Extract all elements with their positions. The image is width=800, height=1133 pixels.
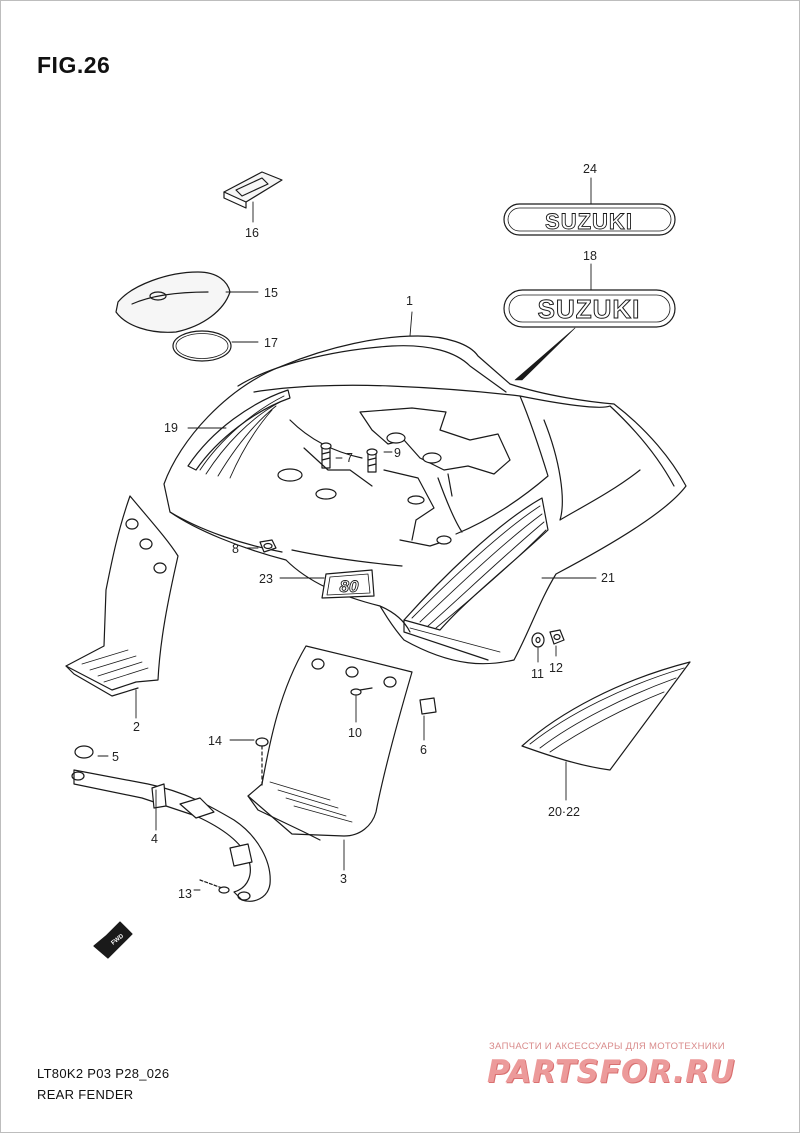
part-6-pad[interactable] [419,697,437,715]
callout-10: 10 [348,726,362,740]
part-13-bolt[interactable] [199,879,230,894]
callout-11: 11 [531,667,544,681]
callout-5: 5 [112,750,119,764]
part-3-right-mudflap[interactable] [247,645,413,841]
callout-4: 4 [151,832,158,846]
part-14-screw[interactable] [255,737,269,787]
callout-1: 1 [406,294,413,308]
suzuki-emblem-upper-text: SUZUKI [545,209,633,234]
callout-6: 6 [420,743,427,757]
model-code: LT80K2 P03 P28_026 [37,1066,170,1081]
part-1-rear-fender[interactable] [163,335,687,665]
part-11-washer[interactable] [531,632,545,648]
part-2-left-mudflap[interactable] [65,495,179,697]
part-20-22-decal[interactable] [521,661,691,771]
suzuki-emblem-lower-text: SUZUKI [538,294,641,324]
figure-name: REAR FENDER [37,1087,134,1102]
callout-14: 14 [208,734,222,748]
callout-13: 13 [178,887,192,901]
callout-9: 9 [394,446,401,460]
part-8-nut[interactable] [259,539,277,553]
callout-12: 12 [549,661,563,675]
callout-3: 3 [340,872,347,886]
part-19-decal[interactable] [187,389,291,479]
watermark-logo: PARTSFOR.RU [487,1054,736,1090]
callout-17: 17 [264,336,278,350]
watermark-tagline: ЗАПЧАСТИ И АКСЕССУАРЫ ДЛЯ МОТОТЕХНИКИ [489,1041,725,1052]
callout-20-22: 20·22 [548,805,580,819]
part-15-cover[interactable] [115,271,231,333]
callout-2: 2 [133,720,140,734]
part-10-bolt[interactable] [350,687,373,696]
part-12-nut[interactable] [549,629,565,645]
part-5-grommet[interactable] [74,745,94,759]
callout-19: 19 [164,421,178,435]
part-4-bracket[interactable] [71,769,271,902]
callout-7: 7 [346,451,353,465]
figure-title: FIG.26 [37,52,111,78]
part-7-bolt[interactable] [320,442,332,469]
part-17-ring[interactable] [172,330,232,362]
part-16-pad[interactable] [223,171,283,209]
callout-18: 18 [583,249,597,263]
model-badge-text: 80 [340,577,359,596]
callout-8: 8 [232,542,239,556]
callout-24: 24 [583,162,597,176]
part-23-badge[interactable] [321,569,375,599]
callout-23: 23 [259,572,273,586]
part-24-emblem[interactable] [503,203,676,236]
callout-16: 16 [245,226,259,240]
part-9-bolt[interactable] [366,448,378,473]
fwd-arrow-icon [93,921,133,959]
part-18-emblem[interactable] [503,289,676,328]
part-21-decal[interactable] [403,497,549,631]
callout-15: 15 [264,286,278,300]
callout-21: 21 [601,571,615,585]
